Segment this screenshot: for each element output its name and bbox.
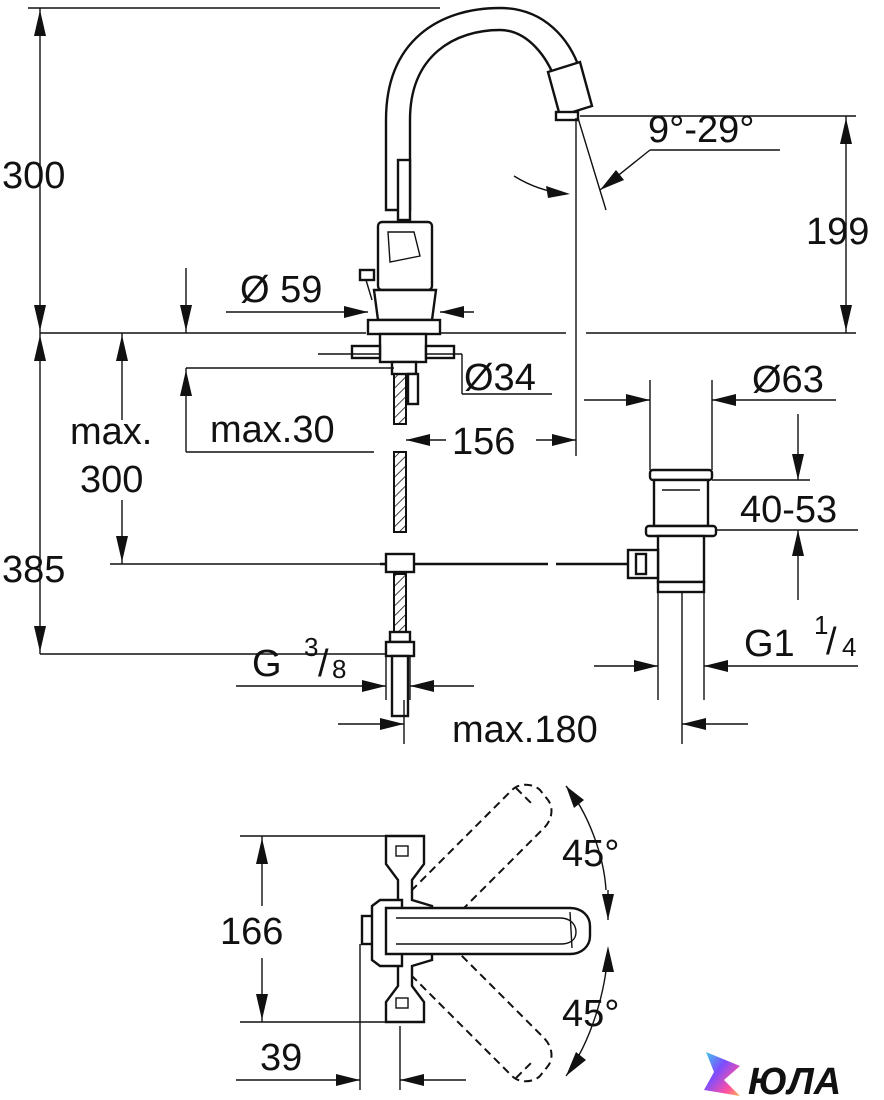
dim-waste-thread-main: G1 [744,623,795,665]
top-view: 166 39 45° 45° [220,783,619,1090]
dim-top-width: 166 [220,911,283,953]
dim-waste-thread-den: 4 [842,632,856,662]
dim-top-offset: 39 [260,1037,302,1079]
dim-waste-thread-sep: / [826,621,837,663]
dim-connection-thread-num: 3 [304,632,318,662]
dim-base-diameter: Ø 59 [240,269,322,311]
logo-wordmark: ЮЛА [748,1061,841,1100]
dim-connection-thread-main: G [252,643,282,685]
dim-shank-diameter: Ø34 [464,357,536,399]
dim-waste-diameter: Ø63 [752,359,824,401]
dim-connection-thread-sep: / [318,643,329,685]
brand-logo: ЮЛА [704,1052,841,1100]
dim-spout-height: 199 [806,211,869,253]
dim-waste-height: 40-53 [740,489,837,531]
dim-angle-lower: 45° [562,993,619,1035]
dim-angle-upper: 45° [562,833,619,875]
dim-mount-thickness: max.30 [210,409,335,451]
dim-waste-thread-num: 1 [814,610,828,640]
side-view: 300 385 max. 300 max.30 Ø 59 Ø34 [2,6,869,751]
dim-under-mount-line2: 300 [80,459,143,501]
dim-max-distance: max.180 [452,709,598,751]
dim-tailpiece-length: 385 [2,549,65,591]
faucet-body [350,6,640,718]
dim-under-mount-line1: max. [70,411,152,453]
waste-drain [626,468,718,700]
dim-swivel-angle: 9°-29° [648,109,754,151]
dim-total-height: 300 [2,155,65,197]
dim-connection-thread-den: 8 [332,654,346,684]
logo-icon [704,1052,740,1096]
dim-spout-reach: 156 [452,421,515,463]
